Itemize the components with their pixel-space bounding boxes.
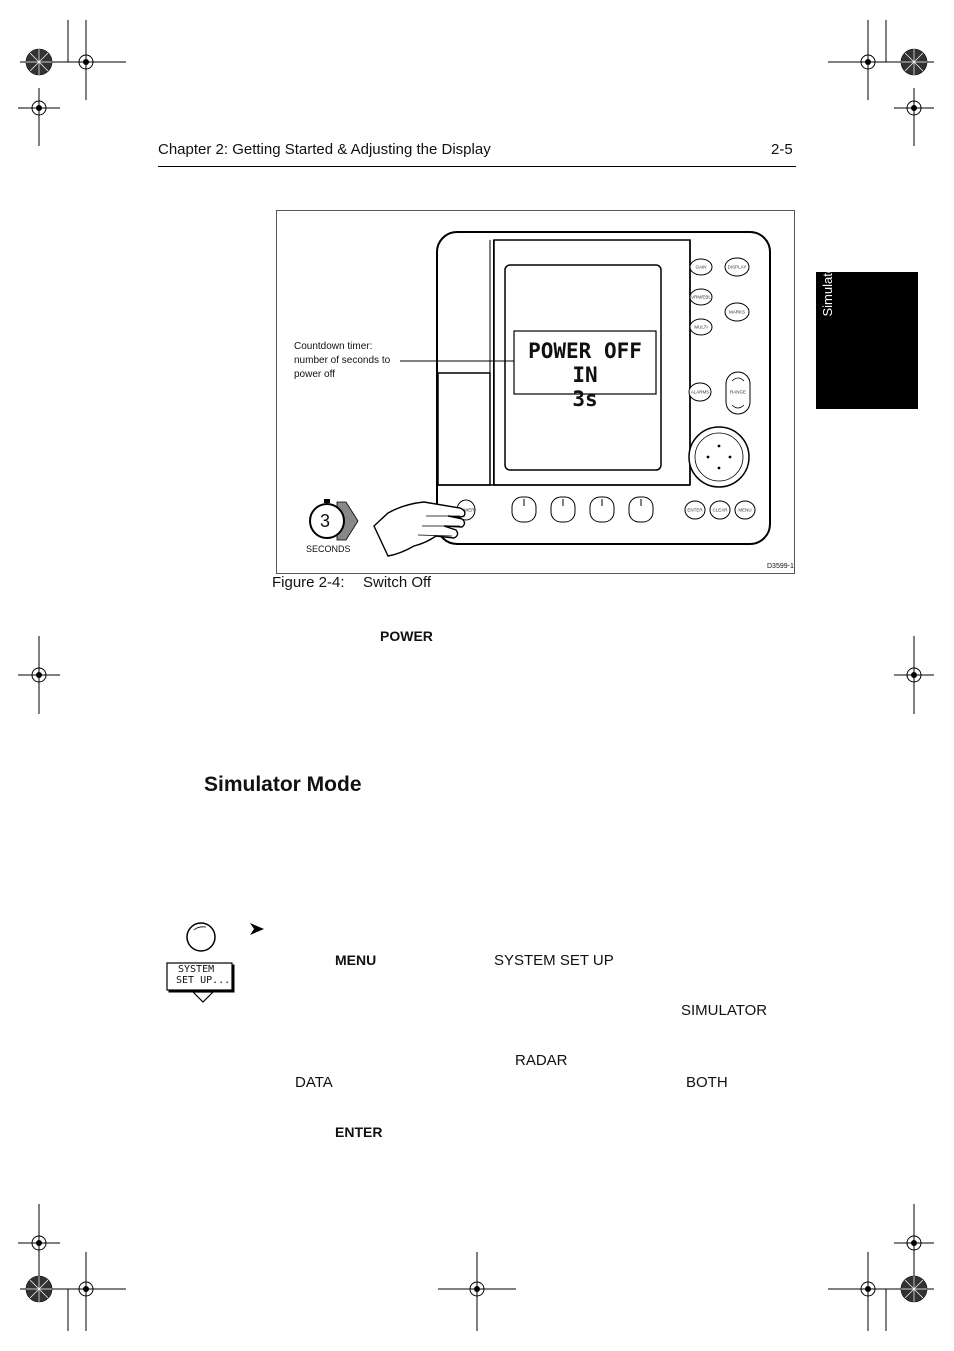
figure-caption-title: Switch Off bbox=[363, 574, 432, 591]
simulator-option: SIMULATOR bbox=[681, 1002, 768, 1019]
thumb-tab-label: Simulator Mode bbox=[820, 225, 835, 317]
softkey-illustration bbox=[166, 922, 235, 1003]
marks-button: MARKS bbox=[724, 302, 750, 322]
arrow-bullet-icon bbox=[250, 923, 264, 935]
figure-id: D3599-1 bbox=[767, 563, 794, 570]
enter-keyword: ENTER bbox=[335, 1124, 383, 1140]
alarms-button: ALARMS bbox=[688, 382, 712, 402]
section-title: Simulator Mode bbox=[204, 773, 362, 796]
both-option: BOTH bbox=[686, 1074, 728, 1091]
gain-button: GAIN bbox=[689, 258, 713, 276]
timer-digit: 3 bbox=[320, 511, 331, 531]
pointing-hand-icon bbox=[373, 501, 466, 557]
section-thumb-tab: Simulator Mode bbox=[816, 225, 918, 409]
stopwatch-icon bbox=[309, 499, 359, 541]
svg-text:ALARMS: ALARMS bbox=[691, 390, 710, 395]
enter-button: ENTER bbox=[684, 500, 706, 520]
softkey-3 bbox=[589, 496, 615, 523]
display-button: DISPLAY bbox=[724, 257, 750, 277]
softkey-label-box bbox=[166, 962, 233, 991]
multi-button: MULTI bbox=[689, 318, 713, 336]
svg-text:CLEAR: CLEAR bbox=[712, 508, 728, 513]
svg-text:GAIN: GAIN bbox=[695, 265, 706, 270]
lcd-line-2: 3s bbox=[572, 387, 598, 411]
system-set-up-option: SYSTEM SET UP bbox=[494, 952, 614, 969]
radar-option: RADAR bbox=[515, 1052, 568, 1069]
svg-text:VRM/EBL: VRM/EBL bbox=[691, 295, 711, 300]
figure-caption-label: Figure 2-4: bbox=[272, 574, 345, 591]
timer-label: SECONDS bbox=[306, 544, 351, 554]
softkey-4 bbox=[628, 496, 654, 523]
lcd-line-1: POWER OFF IN bbox=[528, 339, 642, 387]
power-keyword: POWER bbox=[380, 628, 433, 644]
svg-text:POWER: POWER bbox=[457, 508, 475, 513]
menu-keyword: MENU bbox=[335, 952, 377, 968]
lcd-message-box bbox=[513, 330, 657, 395]
chapter-title: Chapter 2: Getting Started & Adjusting t… bbox=[158, 141, 491, 158]
svg-text:ENTER: ENTER bbox=[687, 508, 703, 513]
vrm-ebl-button: VRM/EBL bbox=[689, 288, 713, 306]
radar-unit-illustration: GAIN DISPLAY VRM/EBL MARKS MULTI ALARMS … bbox=[309, 231, 771, 557]
softkey-label-line-1: SYSTEM bbox=[178, 964, 215, 975]
softkey-2 bbox=[550, 496, 576, 523]
header-rule bbox=[158, 166, 796, 167]
svg-text:DISPLAY: DISPLAY bbox=[728, 265, 747, 270]
softkey-label-line-2: SET UP... bbox=[176, 975, 231, 986]
countdown-callout: Countdown timer: number of seconds to po… bbox=[294, 341, 391, 380]
svg-text:MARKS: MARKS bbox=[729, 310, 745, 315]
menu-button: MENU bbox=[734, 500, 756, 520]
svg-text:MULTI: MULTI bbox=[694, 325, 707, 330]
figure-switch-off bbox=[276, 210, 795, 574]
svg-text:MENU: MENU bbox=[738, 508, 751, 513]
softkey-1 bbox=[511, 496, 537, 523]
page-number: 2-5 bbox=[771, 141, 793, 158]
clear-button: CLEAR bbox=[709, 500, 731, 520]
lcd-message: POWER OFF IN 3s bbox=[514, 339, 656, 411]
data-option: DATA bbox=[295, 1074, 333, 1091]
trackpad bbox=[688, 426, 750, 488]
svg-text:RANGE: RANGE bbox=[730, 390, 746, 395]
range-rocker-button: RANGE bbox=[725, 371, 751, 415]
